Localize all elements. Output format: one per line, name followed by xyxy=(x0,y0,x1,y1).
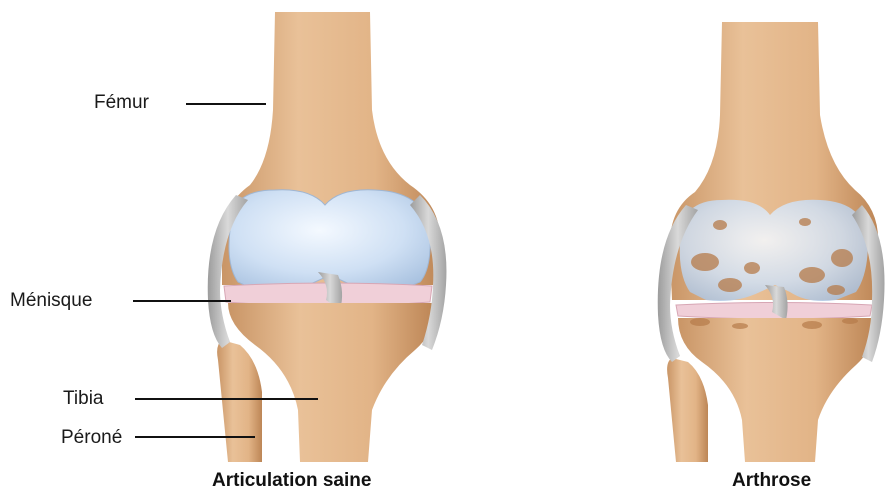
arthrosis-knee xyxy=(658,22,885,462)
label-menisque: Ménisque xyxy=(10,290,92,312)
leader-line-femur xyxy=(186,103,266,105)
leader-line-menisque xyxy=(133,300,231,302)
leader-line-tibia xyxy=(135,398,318,400)
label-tibia: Tibia xyxy=(63,388,103,410)
leader-line-perone xyxy=(135,436,255,438)
healthy-knee xyxy=(208,12,447,462)
caption-healthy: Articulation saine xyxy=(212,470,371,492)
label-femur: Fémur xyxy=(94,92,149,114)
arthrosis-fibula-bone xyxy=(667,358,708,462)
caption-arthrosis: Arthrose xyxy=(732,470,811,492)
label-perone: Péroné xyxy=(61,427,122,449)
fibula-bone xyxy=(217,340,262,462)
